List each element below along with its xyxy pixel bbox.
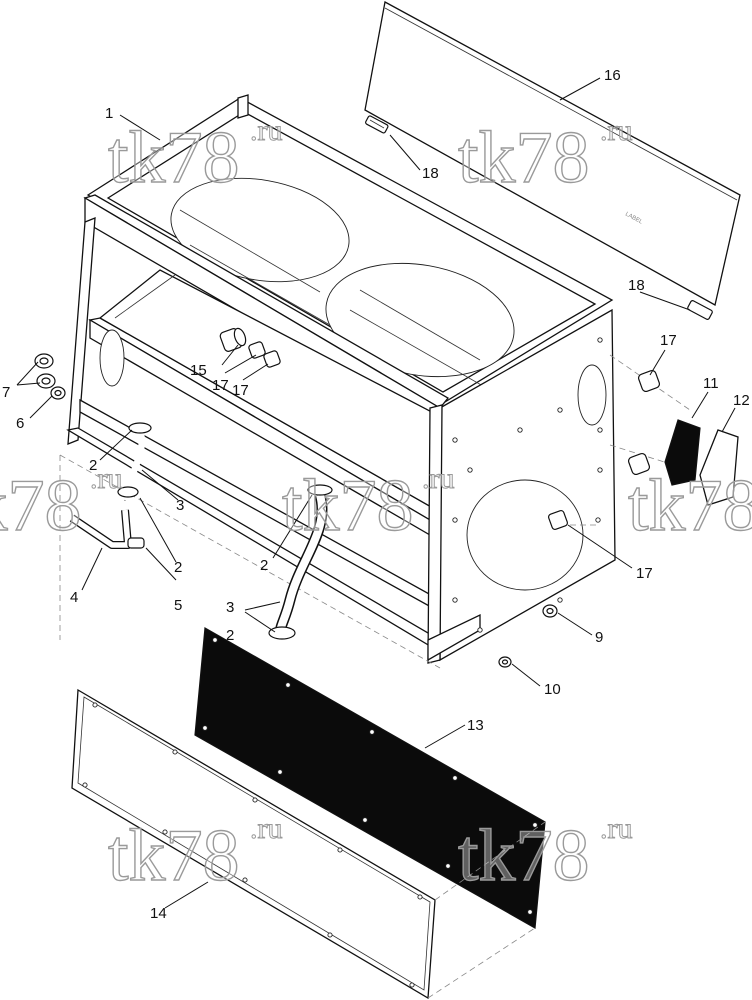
callout-11: 11 — [703, 375, 719, 392]
grommet-6 — [50, 386, 66, 400]
callout-6: 6 — [16, 415, 24, 432]
grommet-7-a — [34, 353, 54, 369]
callout-3-right: 3 — [226, 599, 234, 616]
callout-16-b: 17 — [232, 382, 249, 399]
callout-16-c: 17 — [660, 332, 677, 349]
grommet-10 — [498, 656, 512, 668]
clamp-2-lower-left — [117, 486, 139, 498]
clamp-2-upper-right — [307, 484, 333, 496]
callout-2-lower-right: 2 — [226, 627, 234, 644]
leader-lines — [16, 77, 736, 909]
latch-18-upper — [365, 115, 389, 134]
clamp-2-lower-right — [268, 626, 296, 640]
callout-3-left: 3 — [176, 497, 184, 514]
fitting-16-a — [248, 341, 266, 359]
panel-13 — [194, 627, 546, 929]
callout-4: 4 — [70, 589, 78, 606]
fitting-16-e — [547, 509, 569, 531]
clamp-2-upper-left — [128, 422, 152, 434]
callout-15: 15 — [190, 362, 207, 379]
watermark-6-suffix: .ru — [250, 812, 283, 845]
hose-3-right — [274, 493, 328, 636]
callout-2-upper-right: 2 — [260, 557, 268, 574]
callout-13: 13 — [467, 717, 484, 734]
watermark-7: tk78 — [458, 815, 590, 897]
watermark-6: tk78 — [108, 815, 240, 897]
callout-10: 10 — [544, 681, 561, 698]
callout-2-upper-left: 2 — [89, 457, 97, 474]
cover-plate-11 — [664, 419, 701, 486]
callout-labels: 1 16 18 18 15 17 17 17 11 12 7 6 2 3 2 5… — [2, 67, 750, 922]
watermark-3: tk78 — [0, 465, 82, 547]
callout-7: 7 — [2, 384, 10, 401]
callout-9: 9 — [595, 629, 603, 646]
fitting-16-c — [637, 369, 661, 393]
watermark-2: tk78 — [458, 117, 590, 199]
frame-assembly — [59, 94, 691, 669]
callout-16-a: 17 — [212, 377, 229, 394]
watermark-5: tk78 — [628, 465, 752, 547]
callout-1: 1 — [105, 105, 113, 122]
callout-14: 14 — [150, 905, 167, 922]
callout-18-lower: 18 — [628, 277, 645, 294]
fitting-15 — [219, 327, 247, 352]
bracket-5 — [127, 537, 145, 549]
top-panel-17: LABEL — [364, 1, 741, 306]
watermark-2-suffix: .ru — [600, 114, 633, 147]
latch-18-lower — [687, 300, 713, 320]
callout-2-lower-left: 2 — [174, 559, 182, 576]
callout-5: 5 — [174, 597, 182, 614]
watermark-4: tk78 — [282, 465, 414, 547]
watermark-4-suffix: .ru — [422, 462, 455, 495]
watermark-3-suffix: .ru — [90, 462, 123, 495]
pipe-4 — [69, 509, 132, 549]
callout-18-upper: 18 — [422, 165, 439, 182]
callout-17: 16 — [604, 67, 621, 84]
fitting-16-b — [263, 350, 281, 368]
callout-12: 12 — [733, 392, 750, 409]
watermark-1: tk78 — [108, 117, 240, 199]
watermark-1-suffix: .ru — [250, 114, 283, 147]
watermarks: tk78 .ru tk78 .ru tk78 .ru tk78 .ru tk78… — [0, 114, 752, 898]
watermark-7-suffix: .ru — [600, 812, 633, 845]
fitting-16-d — [627, 452, 651, 476]
grommet-9 — [542, 604, 558, 618]
callout-16-d: 17 — [636, 565, 653, 582]
grommet-7-b — [36, 373, 56, 389]
gasket-12 — [699, 429, 739, 506]
